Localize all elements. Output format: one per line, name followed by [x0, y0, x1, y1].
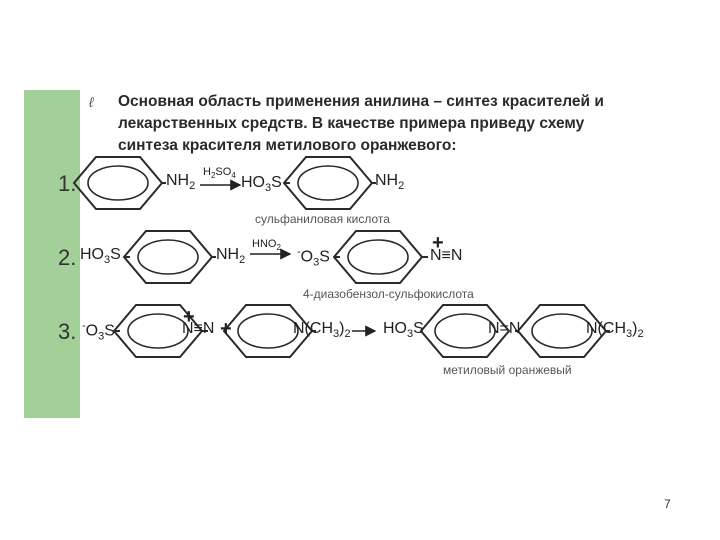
intro-line-1: Основная область применения анилина – си… — [118, 93, 604, 110]
benzene-ring-sulfanilic — [283, 156, 373, 210]
caption-diazobenzene-sulfonic-acid: 4-диазобензол-сульфокислота — [303, 287, 474, 301]
step3-reactant-charge: + — [183, 306, 195, 328]
step3-reactant-group: N≡N — [182, 320, 215, 337]
step1-product-prefix: HO3S — [241, 174, 282, 195]
caption-methyl-orange: метиловый оранжевый — [443, 363, 572, 377]
step2-product-charge: + — [432, 232, 444, 254]
intro-text: Основная область применения анилина – си… — [118, 91, 638, 157]
step-number-1: 1. — [58, 171, 77, 196]
step2-reactant-prefix: HO3S — [80, 246, 121, 267]
benzene-ring-sulfanilic-2 — [123, 230, 213, 284]
side-bar — [24, 90, 80, 418]
intro-line-3: синтеза красителя метилового оранжевого: — [118, 137, 457, 154]
step3-partner-group: N(CH3)2 — [293, 320, 351, 341]
step1-reagent: H2SO4 — [203, 166, 236, 181]
bullet-glyph: ℓ — [89, 94, 94, 110]
step-number-2: 2. — [58, 245, 77, 270]
step3-reactant-prefix: -O3S — [82, 320, 115, 343]
benzene-ring-diazonium — [333, 230, 423, 284]
caption-sulfanilic-acid: сульфаниловая кислота — [255, 212, 390, 226]
step2-reagent: HNO2 — [252, 238, 281, 253]
step2-product-group: N≡N — [430, 247, 463, 264]
step2-product-prefix: -O3S — [297, 246, 330, 269]
plus-sign: + — [220, 318, 232, 340]
page-number: 7 — [664, 497, 671, 511]
step3-product-link: N=N — [488, 320, 521, 337]
step3-product-prefix: HO3S — [383, 320, 424, 341]
step2-reactant-group: NH2 — [216, 246, 246, 267]
step-number-3: 3. — [58, 319, 77, 344]
step1-reactant-group: NH2 — [166, 172, 196, 193]
intro-line-2: лекарственных средств. В качестве пример… — [118, 115, 585, 132]
benzene-ring-aniline — [73, 156, 163, 210]
step1-product-group: NH2 — [375, 172, 405, 193]
step3-product-group: N(CH3)2 — [586, 320, 644, 341]
